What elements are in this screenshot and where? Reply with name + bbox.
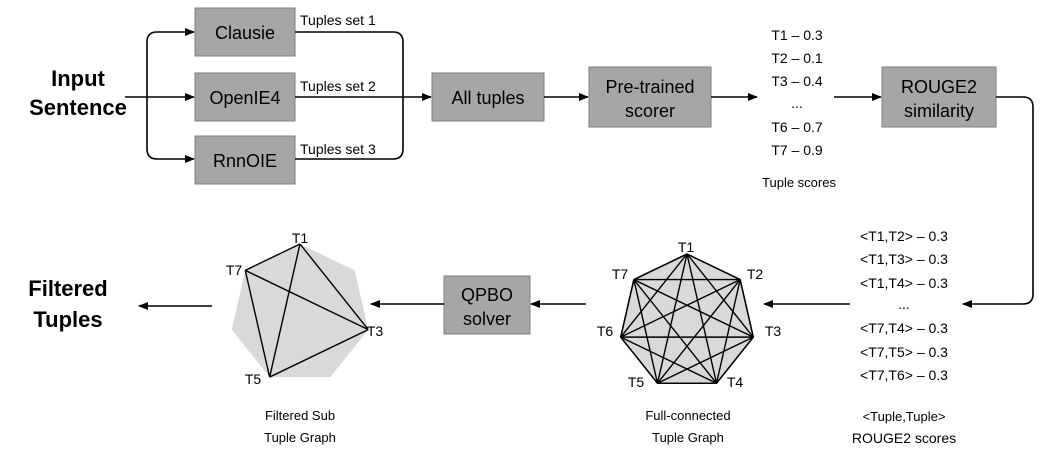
pair-caption-line1: <Tuple,Tuple>	[863, 409, 946, 424]
full-graph-edge	[620, 279, 635, 338]
rouge-label-line2: similarity	[904, 101, 974, 121]
full-graph-edge	[633, 278, 754, 338]
rnnoie-label: RnnOIE	[213, 151, 277, 171]
tuples-set-3-label: Tuples set 3	[300, 141, 376, 157]
full-graph-node-label: T3	[765, 323, 782, 339]
pair-score: <T1,T2> – 0.3	[860, 228, 948, 244]
full-graph-edge	[633, 279, 718, 384]
full-graph-edge	[620, 336, 717, 384]
input-fanout-arrows	[125, 28, 195, 163]
sub-graph-edge	[244, 243, 301, 271]
filtered-sub-graph	[231, 243, 369, 378]
sub-graph-edge	[268, 243, 301, 378]
full-graph-node-label: T4	[727, 374, 744, 390]
full-graph-node-label: T1	[678, 239, 695, 255]
full-graph-outline	[619, 253, 755, 384]
output-label-line1: Filtered	[28, 276, 107, 301]
sub-graph-node-label: T1	[292, 230, 309, 246]
full-graph-edge	[686, 253, 718, 384]
qpbo-label-line1: QPBO	[461, 285, 513, 305]
full-graph-node-label: T5	[628, 374, 645, 390]
full-graph-edge	[739, 279, 754, 338]
tuple-score: T3 – 0.4	[771, 73, 823, 89]
scorer-label-line2: scorer	[625, 101, 675, 121]
scorer-label-line1: Pre-trained	[605, 77, 694, 97]
openie4-label: OpenIE4	[209, 88, 280, 108]
full-graph-node-label: T6	[597, 323, 614, 339]
merge-arrows	[295, 31, 432, 160]
output-label-line2: Tuples	[33, 307, 102, 332]
sub-graph-background	[231, 244, 369, 378]
openie4-box	[194, 72, 296, 122]
tuples-set-1-label: Tuples set 1	[300, 12, 376, 28]
tuple-score: ...	[791, 95, 803, 111]
sub-graph-node-label: T3	[367, 323, 384, 339]
pair-score: <T1,T3> – 0.3	[860, 251, 948, 267]
full-graph-node-label: T2	[747, 266, 764, 282]
clausie-label: Clausie	[215, 23, 275, 43]
pair-score: <T7,T5> – 0.3	[860, 344, 948, 360]
full-graph-caption-line1: Full-connected	[645, 408, 730, 423]
tuple-scores-list: T1 – 0.3 T2 – 0.1 T3 – 0.4 ... T6 – 0.7 …	[771, 27, 823, 158]
all-tuples-label: All tuples	[451, 88, 524, 108]
full-graph-edge	[620, 336, 659, 384]
tuple-score: T2 – 0.1	[771, 50, 823, 66]
sub-graph-node-label: T5	[245, 371, 262, 387]
sub-graph-node-label: T7	[226, 262, 243, 278]
pair-scores-list: <T1,T2> – 0.3 <T1,T3> – 0.3 <T1,T4> – 0.…	[860, 228, 948, 383]
tuples-set-2-label: Tuples set 2	[300, 78, 376, 94]
tuple-scores-caption: Tuple scores	[762, 175, 836, 190]
tuple-score: T6 – 0.7	[771, 119, 823, 135]
rouge-box	[881, 66, 997, 128]
full-graph-edge	[656, 253, 688, 384]
qpbo-label-line2: solver	[463, 309, 511, 329]
sub-graph-caption-line2: Tuple Graph	[264, 430, 336, 445]
pair-score: ...	[898, 296, 910, 312]
full-graph-caption-line2: Tuple Graph	[652, 430, 724, 445]
input-label-line1: Input	[51, 66, 105, 91]
clausie-box	[194, 7, 296, 57]
tuple-score: T1 – 0.3	[771, 27, 823, 43]
qpbo-box	[443, 275, 531, 335]
pair-score: <T7,T4> – 0.3	[860, 320, 948, 336]
full-graph-edge	[715, 336, 754, 384]
sub-graph-edge	[244, 270, 271, 378]
sub-graph-edge	[299, 243, 369, 331]
full-graph-node-label: T7	[612, 266, 629, 282]
pair-caption-line2: ROUGE2 scores	[852, 430, 956, 446]
full-graph-edge	[656, 279, 741, 384]
sub-graph-edge	[269, 328, 369, 378]
arrow-rouge-to-pairs	[962, 96, 1034, 308]
full-graph-edge	[620, 253, 688, 338]
rouge-label-line1: ROUGE2	[901, 77, 977, 97]
tuple-score: T7 – 0.9	[771, 142, 823, 158]
full-graph-edge	[620, 278, 741, 338]
sub-graph-caption-line1: Filtered Sub	[265, 408, 335, 423]
full-graph-edge	[715, 279, 741, 384]
pair-score: <T7,T6> – 0.3	[860, 367, 948, 383]
full-graph-edge	[686, 253, 741, 281]
full-graph-edge	[686, 253, 754, 338]
input-label-line2: Sentence	[29, 95, 127, 120]
sub-graph-edge	[244, 269, 369, 331]
pair-score: <T1,T4> – 0.3	[860, 275, 948, 291]
full-connected-graph	[619, 253, 755, 384]
full-graph-edge	[657, 336, 754, 384]
full-graph-edge	[633, 253, 688, 281]
full-graph-edge	[633, 279, 659, 384]
all-tuples-box	[431, 72, 545, 122]
rnnoie-box	[194, 135, 296, 185]
